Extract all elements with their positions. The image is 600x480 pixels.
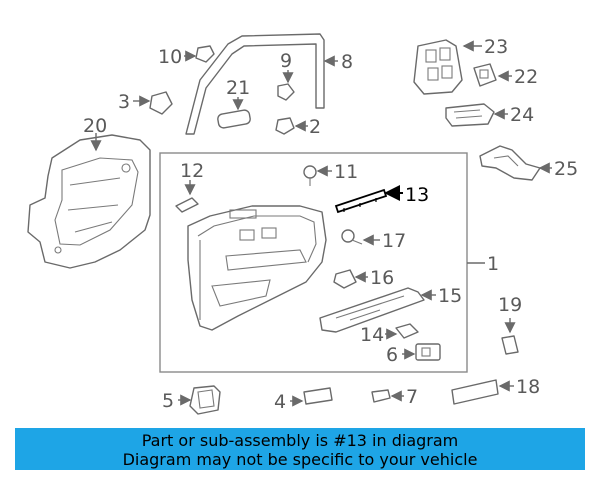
window-run-channel-part (185, 33, 325, 135)
callout-18: 18 (516, 376, 540, 398)
trim-strip-13-part (334, 188, 388, 214)
parts-diagram: 1 20 10 3 8 9 21 2 23 (27, 33, 578, 415)
banner-line-1: Part or sub-assembly is #13 in diagram (141, 431, 459, 450)
callout-17: 17 (382, 230, 406, 252)
screw-17-part (341, 229, 363, 245)
callout-25: 25 (554, 158, 578, 180)
door-trim-panel-part (187, 205, 327, 331)
clip-12-part (175, 197, 199, 213)
callout-9: 9 (280, 50, 292, 72)
callout-4: 4 (274, 391, 286, 413)
callout-15: 15 (438, 285, 462, 307)
switch-bezel-24-part (445, 103, 495, 127)
bracket-3-part (149, 91, 173, 115)
callout-5: 5 (162, 390, 174, 412)
lens-7-part (371, 389, 391, 403)
callout-20: 20 (83, 115, 107, 137)
callout-3: 3 (118, 91, 130, 113)
light-4-part (303, 387, 333, 405)
callout-24: 24 (510, 104, 534, 126)
callout-12: 12 (180, 160, 204, 182)
callout-13: 13 (405, 184, 429, 206)
door-inner-panel-part (27, 134, 151, 269)
strip-18-part (451, 379, 499, 405)
callout-2: 2 (309, 116, 321, 138)
reflector-5-part (189, 385, 221, 415)
callout-22: 22 (514, 66, 538, 88)
callout-19: 19 (498, 294, 522, 316)
clip-16-part (333, 269, 357, 289)
callout-8: 8 (341, 51, 353, 73)
callout-21: 21 (226, 77, 250, 99)
callout-14: 14 (360, 324, 384, 346)
clip-9-part (277, 83, 295, 101)
strip-19-part (501, 335, 519, 355)
switch-cover-6-part (415, 343, 441, 361)
trim-piece-21-part (217, 109, 251, 129)
clip-14-part (395, 323, 419, 339)
callout-16: 16 (370, 267, 394, 289)
callout-23: 23 (484, 36, 508, 58)
callout-11: 11 (334, 161, 358, 183)
callout-10: 10 (158, 46, 182, 68)
screw-11-part (303, 165, 317, 186)
callout-7: 7 (406, 386, 418, 408)
callout-1: 1 (487, 253, 499, 275)
part-info-banner: Part or sub-assembly is #13 in diagram D… (15, 428, 585, 470)
switch-22-part (473, 63, 497, 87)
clip-10-part (195, 45, 215, 63)
callout-6: 6 (386, 344, 398, 366)
nut-2-part (275, 117, 295, 135)
banner-line-2: Diagram may not be specific to your vehi… (122, 450, 478, 469)
door-handle-25-part (479, 145, 541, 181)
window-switch-23-part (413, 39, 463, 95)
